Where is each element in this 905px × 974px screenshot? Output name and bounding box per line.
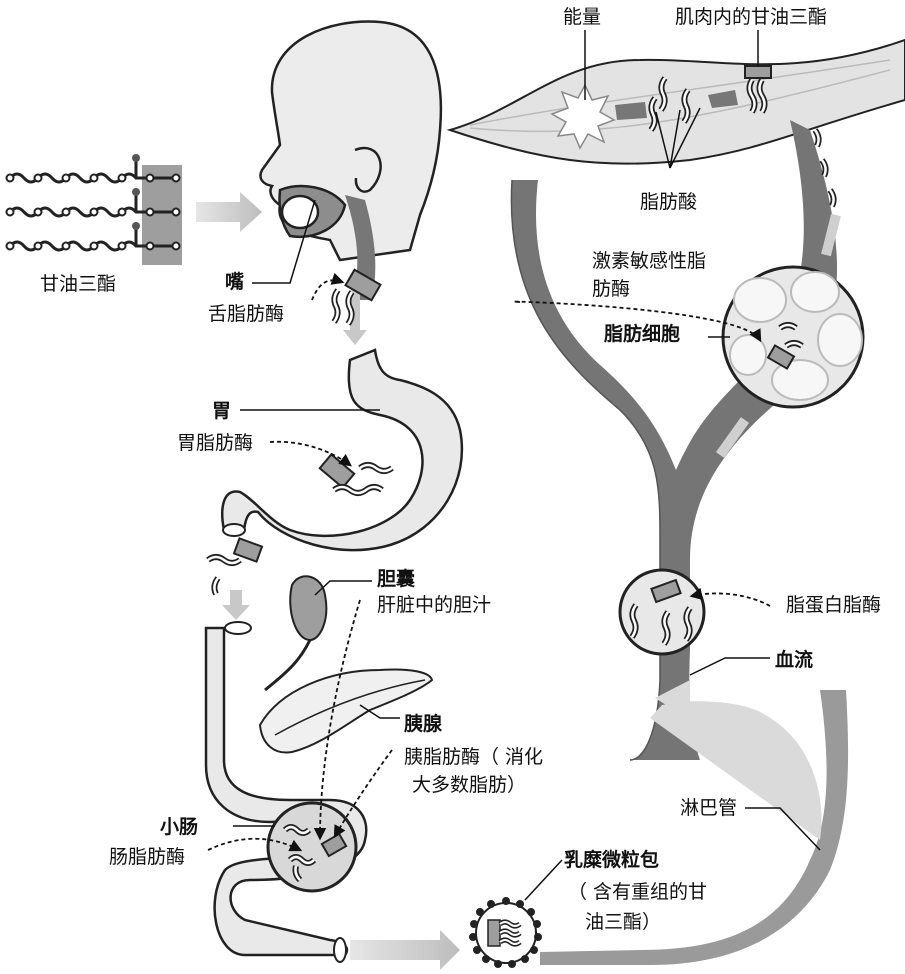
stomach-exit-arrow: [222, 590, 250, 620]
fatty-acids-label: 脂肪酸: [640, 191, 698, 213]
pancreas-label: 胰腺: [404, 713, 443, 735]
enzyme-action-arrows: [207, 272, 771, 852]
stomach-label: 胃: [212, 400, 232, 422]
energy-label: 能量: [563, 6, 602, 28]
gastric-lipase-enzyme: [318, 453, 394, 496]
chylomicron-description-line1: （ 含有重组的甘: [568, 881, 708, 903]
gastric-lipase-label: 胃脂肪酶: [177, 432, 254, 454]
hormone-sensitive-lipase-label-line1: 激素敏感性脂: [592, 250, 707, 272]
bile-label: 肝脏中的胆汁: [377, 594, 492, 616]
to-chylomicron-arrow: [350, 930, 460, 970]
stomach-illustration: [221, 348, 464, 552]
gallbladder-label: 胆囊: [377, 568, 416, 590]
pancreas-illustration: [258, 668, 434, 754]
chylomicron-label: 乳糜微粒包: [564, 849, 660, 871]
lymph-vessel-label: 淋巴管: [680, 797, 738, 819]
lymph-vessel: [540, 680, 849, 965]
triglyceride-molecules: [5, 154, 182, 265]
chylomicron-description-line2: 油三酯）: [585, 911, 662, 933]
lipoprotein-lipase-label: 脂蛋白脂酶: [786, 594, 882, 616]
mouth-label: 嘴: [225, 271, 245, 293]
lingual-lipase-enzyme: [331, 268, 382, 326]
esophagus-arrow: [343, 290, 367, 345]
leader-lines: [233, 30, 821, 901]
muscle-illustration: [446, 38, 905, 165]
pancreatic-lipase-label-line2: 大多数脂肪）: [412, 774, 527, 796]
ingestion-arrow: [196, 192, 262, 232]
triglyceride-label: 甘油三酯: [40, 273, 117, 295]
bloodstream-label: 血流: [775, 649, 814, 671]
adipocyte-label: 脂肪细胞: [604, 323, 681, 345]
chylomicron-illustration: [469, 897, 542, 968]
stomach-exit-enzyme: [206, 537, 264, 596]
muscle-triglyceride-label: 肌肉内的甘油三酯: [675, 6, 828, 28]
intestinal-lipase-label: 肠脂肪酶: [109, 846, 186, 868]
small-intestine-label: 小肠: [160, 816, 199, 838]
head-illustration: [259, 20, 443, 300]
intestine-magnifier: [266, 801, 358, 893]
lpl-magnifier: [618, 568, 706, 656]
pancreatic-lipase-label-line1: 胰脂肪酶（ 消化: [404, 746, 544, 768]
adipocyte-magnifier: [721, 265, 865, 409]
lingual-lipase-label: 舌脂肪酶: [208, 303, 285, 325]
hormone-sensitive-lipase-label-line2: 肪酶: [592, 278, 631, 300]
